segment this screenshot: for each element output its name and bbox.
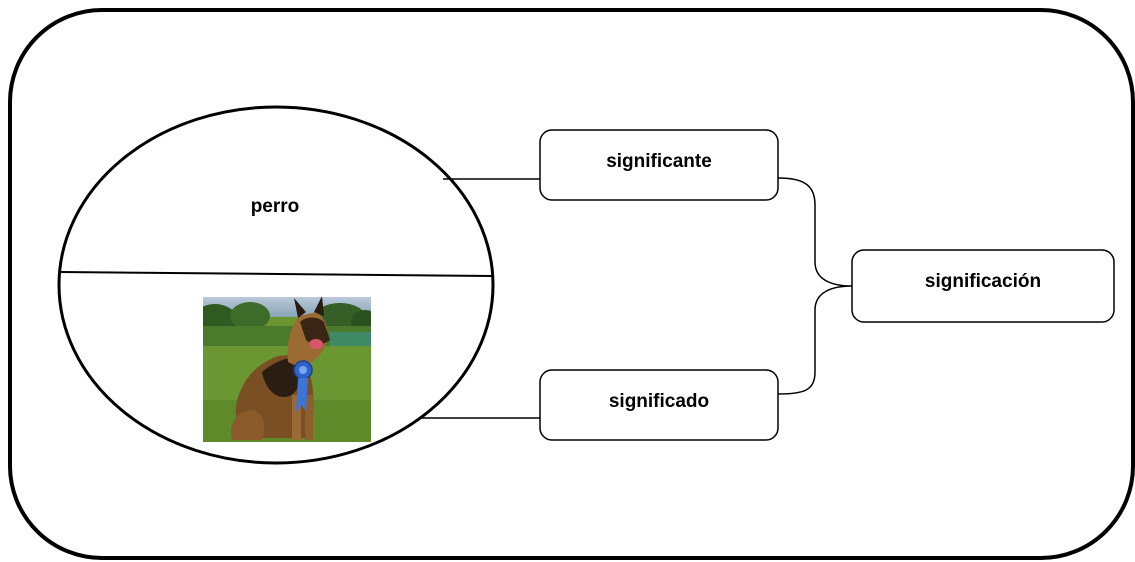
ellipse-divider [59, 271, 493, 277]
significante-label: significante [606, 151, 712, 172]
significado-label: significado [609, 391, 709, 412]
word-label: perro [251, 196, 300, 217]
sign-ellipse [57, 105, 495, 465]
german-shepherd-photo-icon [203, 297, 371, 442]
significado-box [539, 369, 779, 441]
significacion-box [851, 249, 1115, 323]
significante-box [539, 129, 779, 201]
significacion-label: significación [925, 271, 1041, 292]
